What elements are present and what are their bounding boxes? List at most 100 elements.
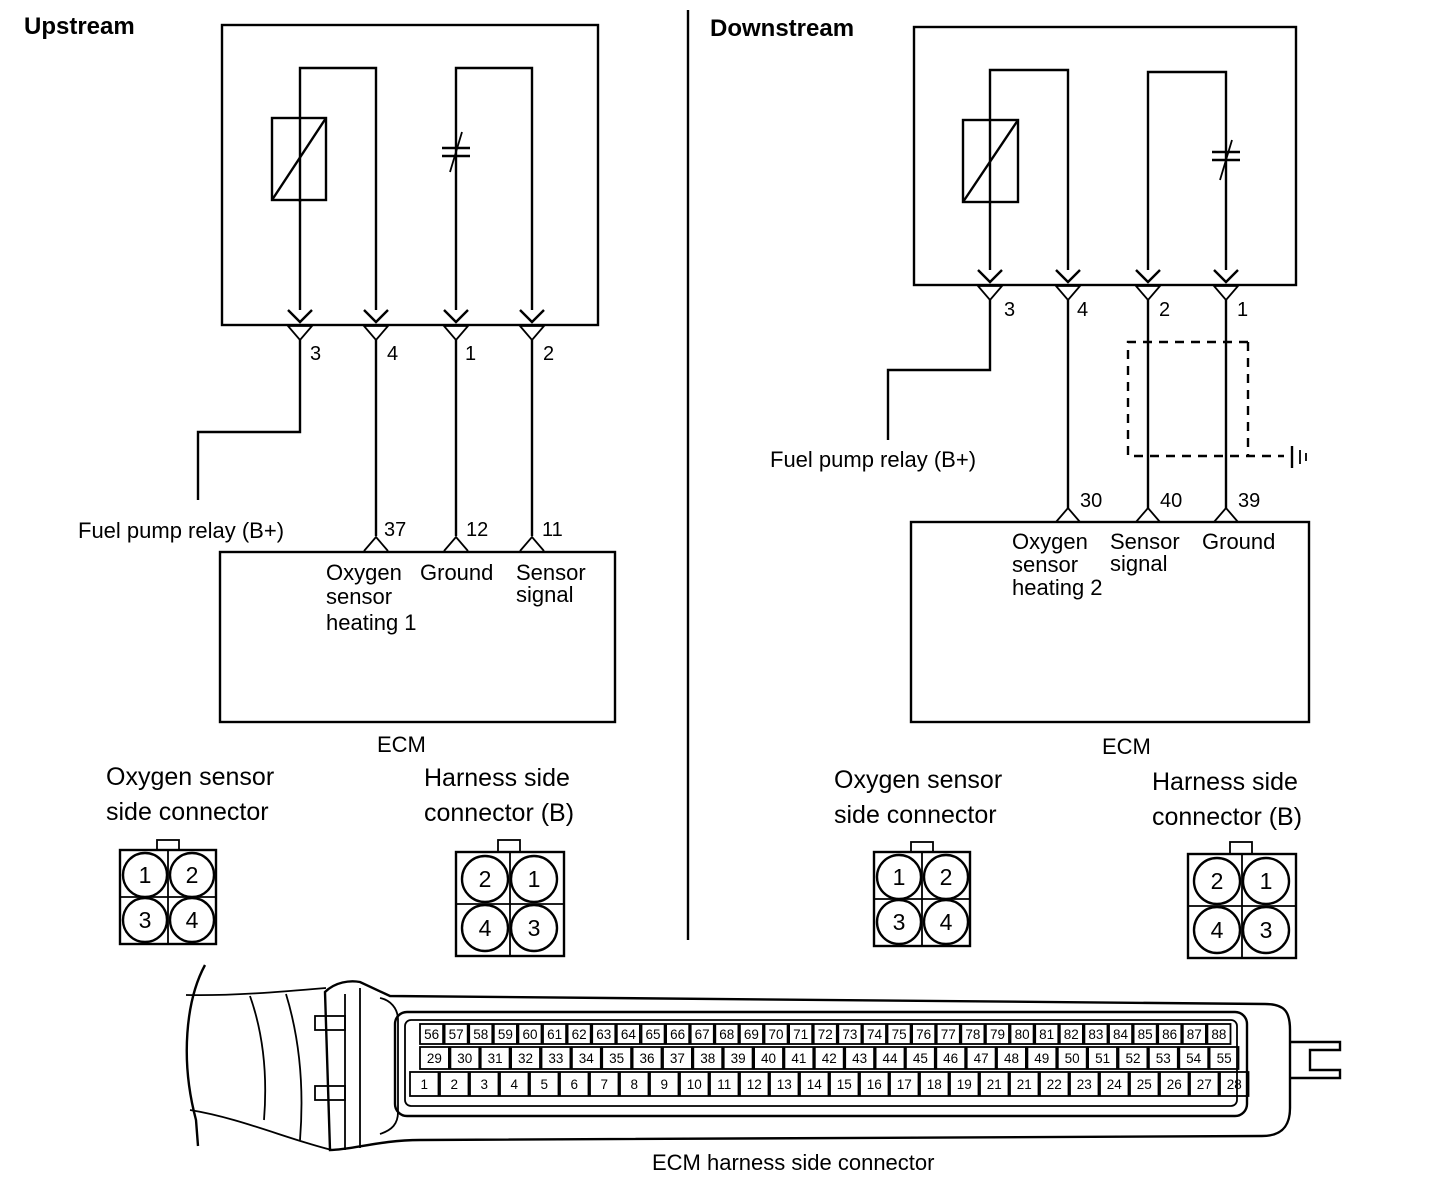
upstream-sensor-box <box>220 23 600 327</box>
ecm-pin-cell <box>409 1071 440 1097</box>
ecm-pin-cell <box>874 1046 906 1070</box>
ecm-pin-cell <box>812 1023 838 1045</box>
ecm-pin-number: 51 <box>1095 1051 1110 1066</box>
ecm-pin-number: 45 <box>913 1051 928 1066</box>
ecm-pin-number: 18 <box>927 1077 942 1092</box>
ecm-pin-cell <box>615 1023 641 1045</box>
ground-symbol <box>1290 446 1307 468</box>
connector-pin: 3 <box>139 907 152 933</box>
ecm-pin-number: 21 <box>1017 1077 1032 1092</box>
ecm-pin-cell <box>1189 1071 1220 1097</box>
signal-label: Sensor <box>516 560 586 585</box>
connector-pin: 2 <box>186 862 199 888</box>
ecm-pin-cell <box>911 1023 937 1045</box>
ecm-pin-number: 71 <box>793 1027 808 1042</box>
connector-label: side connector <box>106 798 269 826</box>
ecm-pin-cell <box>886 1023 912 1045</box>
ecm-pin-number: 39 <box>731 1051 746 1066</box>
ecm-pin-number: 70 <box>768 1027 783 1042</box>
ecm-pin-number: 5 <box>541 1077 549 1092</box>
ecm-pin-number: 11 <box>717 1077 731 1092</box>
ecm-pin-cell <box>443 1023 469 1045</box>
ecm-pin-cell <box>739 1023 764 1045</box>
ecm-pin-number: 37 <box>670 1051 685 1066</box>
ecm-pin-cell <box>499 1071 530 1097</box>
connector-label: Harness side <box>424 764 570 792</box>
ecm-pin-number: 2 <box>451 1077 459 1092</box>
connector-pin: 3 <box>1260 917 1273 943</box>
ecm-pin-cell <box>763 1023 789 1045</box>
ecm-pin-number: 29 <box>427 1051 442 1066</box>
ecm-pin-number: 25 <box>1137 1077 1152 1092</box>
downstream-ecm-box <box>909 520 1311 724</box>
ecm-pin-cell <box>1117 1046 1149 1070</box>
shield-wire <box>1126 340 1284 458</box>
downstream-section: Downstream 3 4 2 1 <box>710 15 1311 960</box>
ecm-pin-number: 16 <box>867 1077 882 1092</box>
ecm-pin-cell <box>889 1071 920 1097</box>
ecm-pin-cell <box>709 1071 740 1097</box>
ecm-pin-cell <box>469 1071 500 1097</box>
ecm-pin-cell <box>985 1023 1010 1045</box>
ecm-pin-cell <box>1009 1023 1035 1045</box>
upstream-ecm-box <box>218 550 617 724</box>
ecm-pin-number: 34 <box>579 1051 595 1066</box>
ecm-pin-number: 68 <box>719 1027 734 1042</box>
ecm-pin-number: 9 <box>661 1077 669 1092</box>
ecm-pin-cell <box>1129 1071 1160 1097</box>
ecm-pin-cell <box>739 1071 770 1097</box>
upstream-section: Upstream 3 4 1 2 Fuel pump relay <box>24 13 617 958</box>
ecm-pin-number: 28 <box>1227 1077 1242 1092</box>
ecm-pin-cell <box>829 1071 860 1097</box>
ecm-pin-number: 65 <box>645 1027 660 1042</box>
ecm-pin-number: 57 <box>449 1027 464 1042</box>
connector-label: connector (B) <box>1152 803 1302 831</box>
harness-side-connector: 2 1 4 3 <box>1186 841 1298 960</box>
ecm-pin-cell <box>529 1071 560 1097</box>
ecm-pin-cell <box>479 1046 511 1070</box>
ecm-pin-number: 81 <box>1039 1027 1054 1042</box>
ecm-pin-number: 41 <box>791 1051 806 1066</box>
wire-bundle <box>185 964 207 1147</box>
ecm-pin-cell <box>788 1023 814 1045</box>
ecm-pin-cell <box>837 1023 863 1045</box>
oxygen-sensor-side-connector: 1 2 3 4 <box>872 841 972 948</box>
pin-label: 1 <box>1237 299 1248 321</box>
ecm-pin-cell <box>589 1071 620 1097</box>
ecm-pin-number: 66 <box>670 1027 685 1042</box>
ecm-pin-cell <box>566 1023 592 1045</box>
ecm-pin-number: 84 <box>1113 1027 1129 1042</box>
ecm-pin-number: 86 <box>1162 1027 1177 1042</box>
ecm-pin-number: 49 <box>1034 1051 1049 1066</box>
ecm-pin-number: 67 <box>695 1027 710 1042</box>
ecm-pin-number: 7 <box>601 1077 609 1092</box>
ecm-pin-cell <box>1069 1071 1100 1097</box>
signal-label: signal <box>1110 551 1167 576</box>
ecm-pin-cell <box>665 1023 691 1045</box>
ecm-pin-number: 14 <box>807 1077 823 1092</box>
ecm-pin-cell <box>996 1046 1027 1070</box>
signal-label: heating 1 <box>326 610 417 635</box>
ecm-pin-cell <box>492 1023 518 1045</box>
connector-pin: 1 <box>139 862 152 888</box>
ecm-pin-cell <box>1148 1046 1179 1070</box>
ecm-pin-cell <box>949 1071 980 1097</box>
ecm-pin-number: 85 <box>1138 1027 1153 1042</box>
ecm-pin-number: 52 <box>1125 1051 1140 1066</box>
ecm-pin-cell <box>799 1071 830 1097</box>
ecm-pin-number: 75 <box>892 1027 907 1042</box>
ecm-pin-label: 40 <box>1160 490 1182 512</box>
ecm-pin-number: 24 <box>1107 1077 1123 1092</box>
ecm-pin-number: 82 <box>1064 1027 1079 1042</box>
ecm-pin-number: 38 <box>700 1051 715 1066</box>
connector-label: connector (B) <box>424 799 574 827</box>
ecm-pin-cell <box>571 1046 602 1070</box>
upstream-header: Upstream <box>24 13 135 40</box>
connector-pin: 4 <box>479 915 492 941</box>
ecm-pin-cell <box>1159 1071 1190 1097</box>
ecm-pin-number: 74 <box>867 1027 883 1042</box>
ecm-pin-number: 83 <box>1088 1027 1103 1042</box>
harness-side-connector: 2 1 4 3 <box>454 839 566 958</box>
